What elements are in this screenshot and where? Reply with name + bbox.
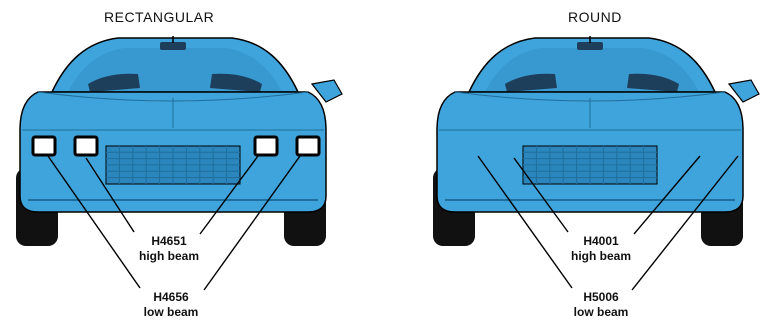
round-leader-line-3 [633,155,701,235]
round-low-beam-desc: low beam [573,305,629,319]
rect-grille [105,145,241,185]
round-leader-line-4 [631,155,739,291]
rect-lamp-1 [31,135,57,157]
rectangular-title: RECTANGULAR [104,9,215,25]
rect-leader-line-4 [203,155,301,291]
rect-leader-line-1 [47,155,141,289]
rect-low-beam-label: H4656 low beam [132,290,210,320]
round-high-beam-desc: high beam [570,249,631,263]
round-high-beam-label: H4001 high beam [562,234,640,264]
round-right-recess [627,73,679,92]
round-car [433,36,760,246]
rect-high-beam-label: H4651 high beam [130,234,208,264]
rect-high-beam-desc: high beam [138,249,199,263]
round-leader-line-1 [477,155,573,289]
rect-leader-line-2 [85,157,135,233]
rect-right-recess [210,73,262,92]
round-grille [522,145,658,185]
round-low-beam-part: H5006 [583,290,619,304]
round-high-beam-part: H4001 [583,234,619,248]
rect-left-recess [88,73,140,92]
rect-low-beam-desc: low beam [143,305,199,319]
round-mirror [727,79,760,103]
rect-leader-line-3 [199,155,259,235]
rect-lamp-3 [253,135,279,157]
rect-car [16,36,343,246]
rect-mirror [310,79,343,103]
rect-low-beam-part: H4656 [153,290,189,304]
rect-high-beam-part: H4651 [151,234,187,248]
rect-lamp-2 [73,135,99,157]
round-title: ROUND [568,9,622,25]
round-leader-line-2 [513,157,569,233]
rect-rearview [160,42,186,50]
rect-lamp-4 [295,135,321,157]
round-rearview [577,42,603,50]
round-left-recess [505,73,557,92]
round-low-beam-label: H5006 low beam [562,290,640,320]
